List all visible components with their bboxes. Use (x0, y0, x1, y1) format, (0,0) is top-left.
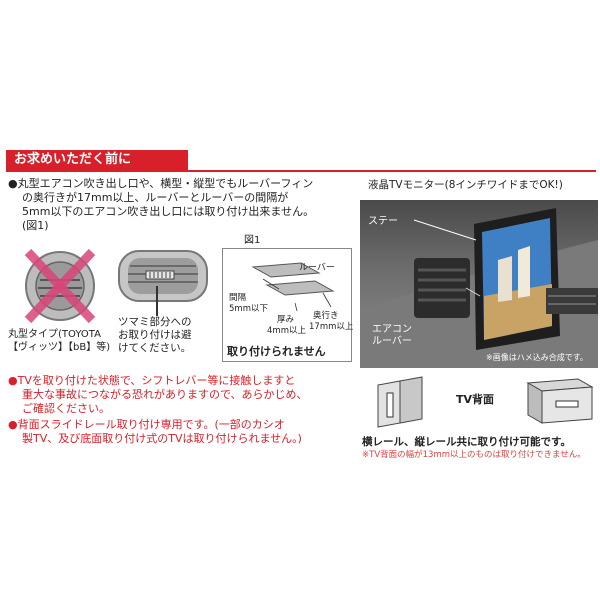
round-vent-caption-1: 丸型タイプ(TOYOTA (8, 329, 101, 340)
product-photo: ステー エアコン ルーバー ※画像はハメ込み合成です。 (360, 200, 598, 368)
round-vent-illustration (18, 246, 102, 326)
thickness-label-2: 4mm以上 (267, 326, 306, 336)
knob-caption-1: ツマミ部分への (118, 316, 192, 328)
composite-note: ※画像はハメ込み合成です。 (486, 353, 588, 362)
fig1-box: ルーバー 間隔 5mm以下 厚み 4mm以上 奥行き 17mm以上 取り付けられ… (222, 248, 354, 362)
thickness-label-1: 厚み (277, 315, 295, 325)
fig1-title: 図1 (244, 235, 261, 246)
header-rule (6, 170, 596, 172)
tv-back-title: TV背面 (456, 393, 495, 406)
tv-back-panel: TV背面 (360, 375, 598, 443)
note-line-2: の奥行きが17mm以上、ルーバーとルーバーの間隔が (22, 191, 289, 204)
note-line-4: (図1) (22, 219, 49, 232)
knob-caption-3: けてください。 (118, 342, 192, 354)
round-vent-caption-2: 【ヴィッツ】【bB】等) (8, 342, 111, 353)
knob-vent-illustration (116, 248, 212, 304)
knob-pointer-line (156, 286, 158, 316)
knob-caption-2: お取り付けは避 (118, 329, 192, 341)
aircon-label-2: ルーバー (372, 336, 412, 347)
warning-line-5: 製TV、及び底面取り付け式のTVは取り付けられません。) (22, 432, 302, 445)
gap-label-1: 間隔 (229, 293, 247, 303)
aircon-label-1: エアコン (372, 324, 412, 335)
cannot-mount-label: 取り付けられません (227, 345, 326, 358)
monitor-label: 液晶TVモニター(8インチワイドまでOK!) (368, 179, 563, 191)
note-line-1: ●丸型エアコン吹き出し口や、横型・縦型でもルーバーフィン (8, 177, 314, 190)
tv-back-note: ※TV背面の幅が13mm以上のものは取り付けできません。 (362, 450, 586, 460)
tv-back-caption: 横レール、縦レール共に取り付け可能です。 (362, 436, 571, 448)
section-header: お求めいただく前に (6, 150, 188, 170)
warning-line-3: ご確認ください。 (22, 402, 110, 415)
gap-label-2: 5mm以下 (229, 304, 268, 314)
stay-label: ステー (368, 216, 398, 227)
depth-label-1: 奥行き (313, 311, 339, 321)
warning-line-4: ●背面スライドレール取り付け専用です。(一部のカシオ (8, 418, 285, 431)
note-line-3: 5mm以下のエアコン吹き出し口には取り付け出来ません。 (22, 205, 315, 218)
louver-label: ルーバー (299, 263, 335, 273)
depth-label-2: 17mm以上 (309, 322, 354, 332)
warning-line-2: 重大な事故につながる恐れがありますので、あらかじめ、 (22, 388, 308, 401)
warning-line-1: ●TVを取り付けた状態で、シフトレバー等に接触しますと (8, 374, 296, 387)
